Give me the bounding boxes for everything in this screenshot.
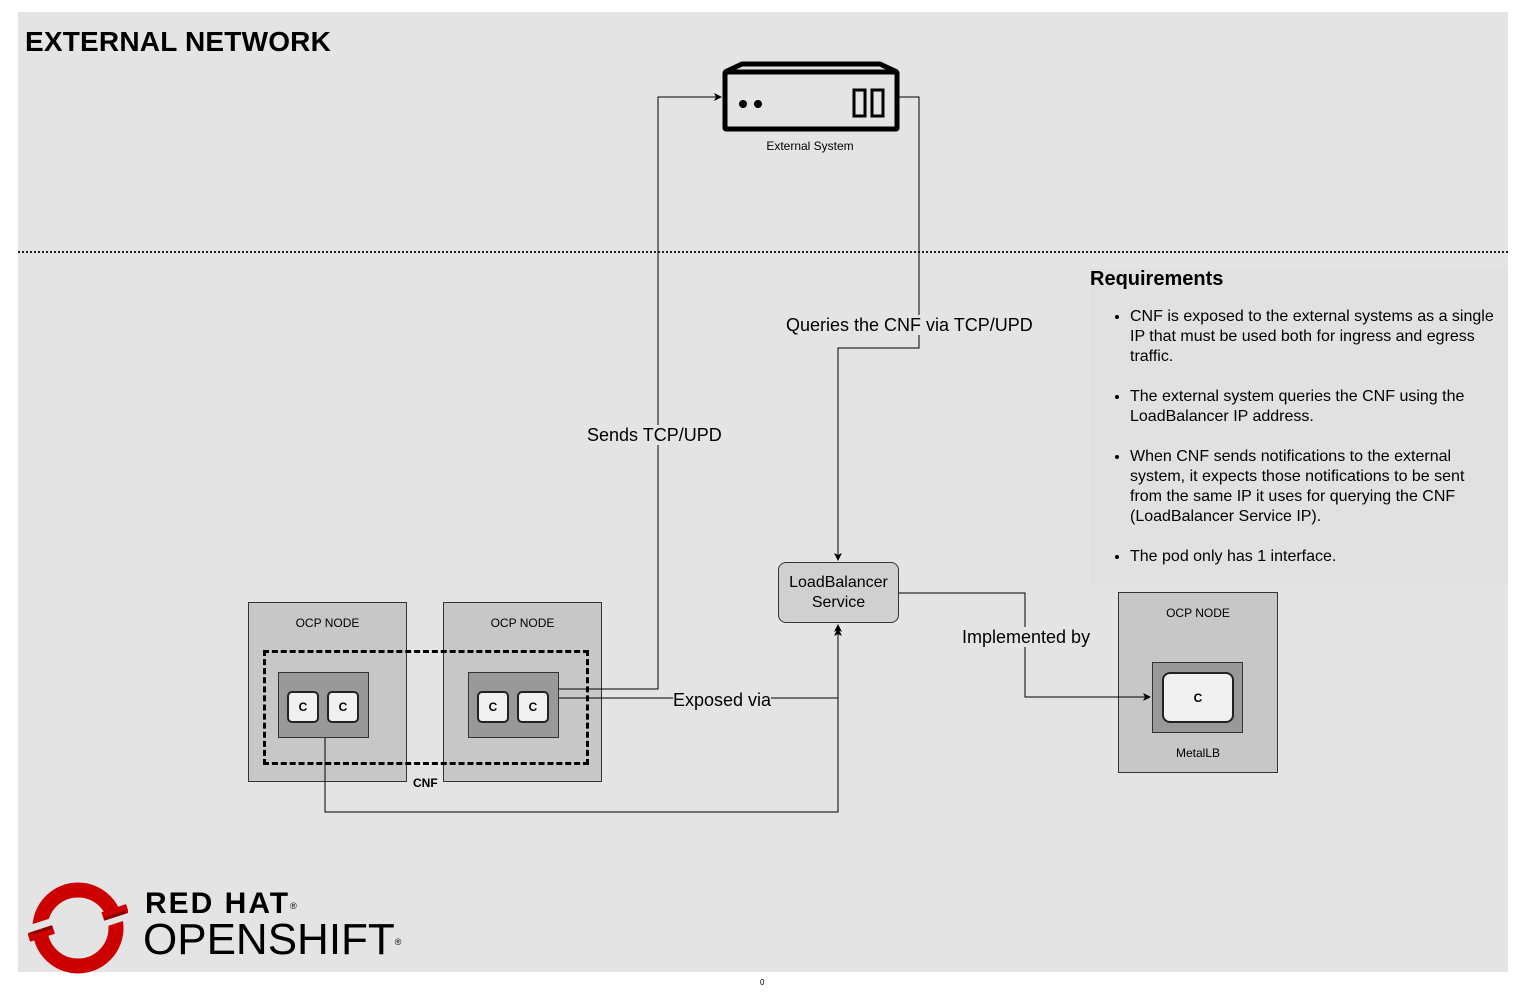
loadbalancer-label-line2: Service <box>811 593 866 611</box>
ocp-node-label: OCP NODE <box>490 616 555 630</box>
page-marker: 0 <box>760 978 765 987</box>
edge-label-exposed: Exposed via <box>673 690 772 710</box>
metallb-label: MetalLB <box>1175 746 1221 760</box>
requirements-title: Requirements <box>1090 268 1224 290</box>
container[interactable]: C <box>1162 672 1234 723</box>
container[interactable]: C <box>517 691 549 723</box>
cnf-label: CNF <box>413 776 438 790</box>
registered-mark: ® <box>394 937 402 947</box>
registered-mark: ® <box>290 901 299 911</box>
requirements-list: CNF is exposed to the external systems a… <box>1090 307 1500 587</box>
edge-label-sends: Sends TCP/UPD <box>587 425 722 445</box>
openshift-logo-icon <box>28 882 128 974</box>
requirement-item: The pod only has 1 interface. <box>1130 547 1500 567</box>
logo-openshift-text: OPENSHIFT® <box>143 918 401 962</box>
loadbalancer-service[interactable]: LoadBalancer Service <box>778 562 899 623</box>
server-icon <box>722 61 900 132</box>
container[interactable]: C <box>477 691 509 723</box>
requirement-item: When CNF sends notifications to the exte… <box>1130 447 1500 527</box>
loadbalancer-label-line1: LoadBalancer <box>789 573 888 591</box>
requirement-item: The external system queries the CNF usin… <box>1130 387 1500 427</box>
logo-line2: OPENSHIFT <box>143 915 395 964</box>
edge-label-implemented: Implemented by <box>962 627 1091 647</box>
logo-line1: RED HAT <box>145 887 291 920</box>
ocp-node-label: OCP NODE <box>1166 606 1230 620</box>
requirements-panel: Requirements CNF is exposed to the exter… <box>1090 268 1508 584</box>
requirement-item: CNF is exposed to the external systems a… <box>1130 307 1500 367</box>
container[interactable]: C <box>287 691 319 723</box>
container[interactable]: C <box>327 691 359 723</box>
ocp-node-label: OCP NODE <box>295 616 360 630</box>
network-boundary-divider <box>18 251 1508 253</box>
logo-redhat-text: RED HAT® <box>145 888 299 920</box>
zone-title: EXTERNAL NETWORK <box>25 26 332 57</box>
external-system-label: External System <box>766 139 854 153</box>
edge-label-queries: Queries the CNF via TCP/UPD <box>786 315 1033 335</box>
